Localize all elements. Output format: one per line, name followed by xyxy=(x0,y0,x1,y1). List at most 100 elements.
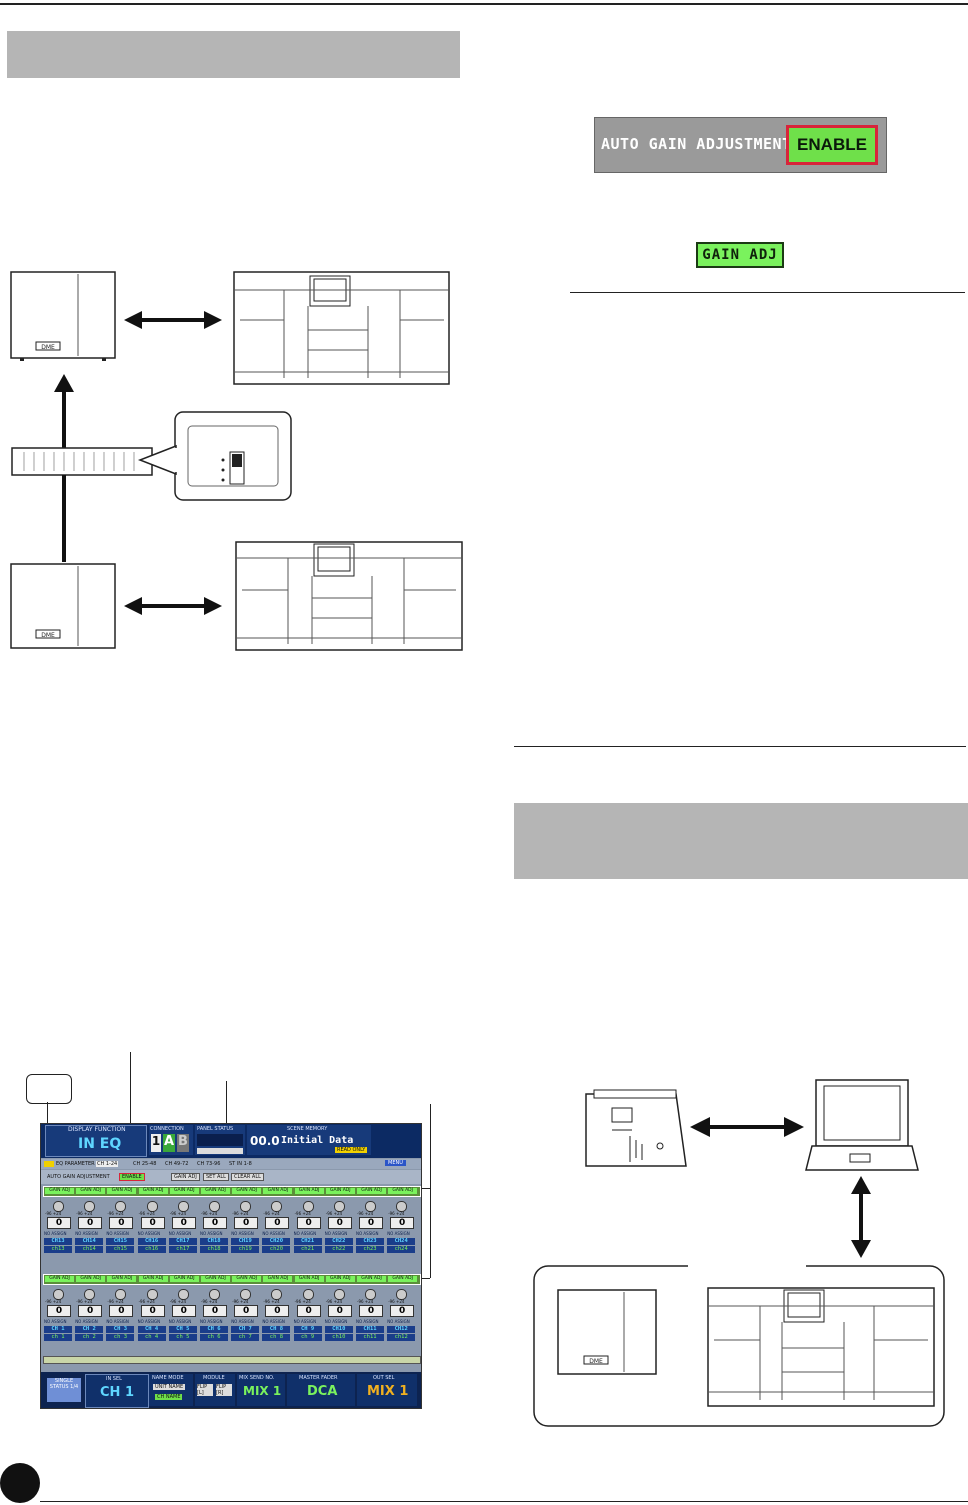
tab-ch-73-96[interactable]: CH 73-96 xyxy=(197,1161,221,1167)
bottom-rule xyxy=(40,1501,968,1502)
menu-button[interactable]: MENU xyxy=(385,1160,406,1166)
knob-icon[interactable] xyxy=(240,1201,252,1212)
tab-ch-1-24[interactable]: CH 1-24 xyxy=(96,1161,119,1167)
knob-icon[interactable] xyxy=(333,1201,345,1212)
knob-icon[interactable] xyxy=(53,1201,64,1212)
tab-ch-49-72[interactable]: CH 49-72 xyxy=(165,1161,189,1167)
out-sel-panel[interactable]: OUT SEL MIX 1 xyxy=(357,1374,417,1406)
gain-adj-cell[interactable]: GAIN ADJ xyxy=(201,1188,230,1194)
gain-adj-cell[interactable]: GAIN ADJ xyxy=(325,1188,355,1194)
channel-label[interactable]: CH 6 xyxy=(200,1326,228,1333)
channel-label[interactable]: CH23 xyxy=(356,1238,384,1245)
channel-label[interactable]: CH 9 xyxy=(293,1326,322,1333)
knob-icon[interactable] xyxy=(115,1201,127,1212)
channel-label[interactable]: CH15 xyxy=(106,1238,135,1245)
channel-label[interactable]: CH 2 xyxy=(75,1326,104,1333)
knob-icon[interactable] xyxy=(177,1201,189,1212)
knob-icon[interactable] xyxy=(302,1201,314,1212)
gain-adj-cell[interactable]: GAIN ADJ xyxy=(263,1276,293,1282)
tab-ch-25-48[interactable]: CH 25-48 xyxy=(133,1161,157,1167)
channel-label[interactable]: CH11 xyxy=(356,1326,384,1333)
gain-adj-cell[interactable]: GAIN ADJ xyxy=(388,1188,418,1194)
clear-all-button[interactable]: CLEAR ALL xyxy=(231,1173,264,1181)
gain-adj-cell[interactable]: GAIN ADJ xyxy=(107,1276,137,1282)
knob-icon[interactable] xyxy=(240,1289,252,1300)
knob-icon[interactable] xyxy=(146,1201,158,1212)
knob-icon[interactable] xyxy=(84,1201,96,1212)
set-all-button[interactable]: SET ALL xyxy=(203,1173,229,1181)
channel-label[interactable]: CH20 xyxy=(262,1238,291,1245)
channel-label[interactable]: CH 1 xyxy=(44,1326,72,1333)
gain-adj-cell[interactable]: GAIN ADJ xyxy=(138,1188,168,1194)
gain-adj-cell[interactable]: GAIN ADJ xyxy=(76,1188,106,1194)
tab-st-in-1-8[interactable]: ST IN 1-8 xyxy=(229,1161,252,1167)
channel-label[interactable]: CH18 xyxy=(200,1238,228,1245)
channel-label[interactable]: CH13 xyxy=(44,1238,72,1245)
gain-adj-cell[interactable]: GAIN ADJ xyxy=(45,1276,74,1282)
display-function-panel[interactable]: DISPLAY FUNCTION IN EQ xyxy=(45,1125,147,1157)
channel-label[interactable]: CH10 xyxy=(324,1326,353,1333)
knob-icon[interactable] xyxy=(271,1289,283,1300)
connection-panel[interactable]: CONNECTION 1 A B xyxy=(149,1125,193,1155)
single-status-button[interactable]: SINGLE STATUS 1/4 xyxy=(47,1378,81,1402)
channel-label[interactable]: CH 7 xyxy=(231,1326,260,1333)
gain-adj-cell[interactable]: GAIN ADJ xyxy=(232,1276,262,1282)
gain-adj-cell[interactable]: GAIN ADJ xyxy=(169,1188,199,1194)
gain-adj-cell[interactable]: GAIN ADJ xyxy=(45,1188,74,1194)
knob-icon[interactable] xyxy=(365,1289,376,1300)
gain-adj-cell[interactable]: GAIN ADJ xyxy=(294,1276,324,1282)
mix-send-panel[interactable]: MIX SEND NO. MIX 1 xyxy=(237,1374,285,1406)
channel-label[interactable]: CH24 xyxy=(387,1238,416,1245)
channel-label[interactable]: CH 3 xyxy=(106,1326,135,1333)
scene-memory-panel[interactable]: SCENE MEMORY 00.0 Initial Data READ ONLY xyxy=(247,1125,371,1155)
knob-icon[interactable] xyxy=(333,1289,345,1300)
knob-icon[interactable] xyxy=(396,1289,408,1300)
enable-button[interactable]: ENABLE xyxy=(786,125,878,165)
channel-label[interactable]: CH16 xyxy=(137,1238,166,1245)
knob-icon[interactable] xyxy=(396,1201,408,1212)
master-fader-panel[interactable]: MASTER FADER DCA xyxy=(287,1374,355,1406)
knob-icon[interactable] xyxy=(84,1289,96,1300)
channel-name: ch 4 xyxy=(137,1334,166,1341)
channel-label[interactable]: CH21 xyxy=(293,1238,322,1245)
knob-icon[interactable] xyxy=(177,1289,189,1300)
knob-range: -96 +24 xyxy=(45,1211,62,1216)
channel-label[interactable]: CH19 xyxy=(231,1238,260,1245)
gain-adj-cell[interactable]: GAIN ADJ xyxy=(76,1276,106,1282)
gain-adj-cell[interactable]: GAIN ADJ xyxy=(357,1188,386,1194)
gain-adj-cell[interactable]: GAIN ADJ xyxy=(138,1276,168,1282)
knob-icon[interactable] xyxy=(146,1289,158,1300)
knob-icon[interactable] xyxy=(365,1201,376,1212)
channel-label[interactable]: CH 4 xyxy=(137,1326,166,1333)
gain-adj-cell[interactable]: GAIN ADJ xyxy=(169,1276,199,1282)
channel-label[interactable]: CH12 xyxy=(387,1326,416,1333)
knob-icon[interactable] xyxy=(209,1289,220,1300)
channel-label[interactable]: CH 5 xyxy=(168,1326,197,1333)
knob-icon[interactable] xyxy=(302,1289,314,1300)
channel-label[interactable]: CH17 xyxy=(168,1238,197,1245)
tab-current[interactable] xyxy=(44,1161,54,1167)
knob-icon[interactable] xyxy=(209,1201,220,1212)
channel-label[interactable]: CH 8 xyxy=(262,1326,291,1333)
gain-adj-cell[interactable]: GAIN ADJ xyxy=(232,1188,262,1194)
knob-icon[interactable] xyxy=(115,1289,127,1300)
gain-adj-small-button[interactable]: GAIN ADJ xyxy=(171,1173,200,1181)
gain-adj-cell[interactable]: GAIN ADJ xyxy=(388,1276,418,1282)
gain-adj-cell[interactable]: GAIN ADJ xyxy=(201,1276,230,1282)
channel-label[interactable]: CH22 xyxy=(324,1238,353,1245)
in-sel-panel[interactable]: IN SEL CH 1 xyxy=(85,1374,149,1408)
no-assign-label: NO ASSIGN xyxy=(200,1231,223,1236)
gain-adj-cell[interactable]: GAIN ADJ xyxy=(294,1188,324,1194)
enable-small-button[interactable]: ENABLE xyxy=(119,1173,145,1181)
gain-adj-cell[interactable]: GAIN ADJ xyxy=(107,1188,137,1194)
knob-icon[interactable] xyxy=(271,1201,283,1212)
channel-label[interactable]: CH14 xyxy=(75,1238,104,1245)
module-panel[interactable]: MODULE FLIP [L] FLIP [R] xyxy=(195,1374,235,1406)
laptop-icon xyxy=(805,1079,919,1171)
gain-adj-cell[interactable]: GAIN ADJ xyxy=(357,1276,386,1282)
scrollbar[interactable] xyxy=(43,1356,421,1364)
gain-adj-cell[interactable]: GAIN ADJ xyxy=(263,1188,293,1194)
gain-adj-cell[interactable]: GAIN ADJ xyxy=(325,1276,355,1282)
knob-icon[interactable] xyxy=(53,1289,64,1300)
name-mode-panel[interactable]: NAME MODE UNIT NAME CH NAME xyxy=(149,1374,193,1406)
